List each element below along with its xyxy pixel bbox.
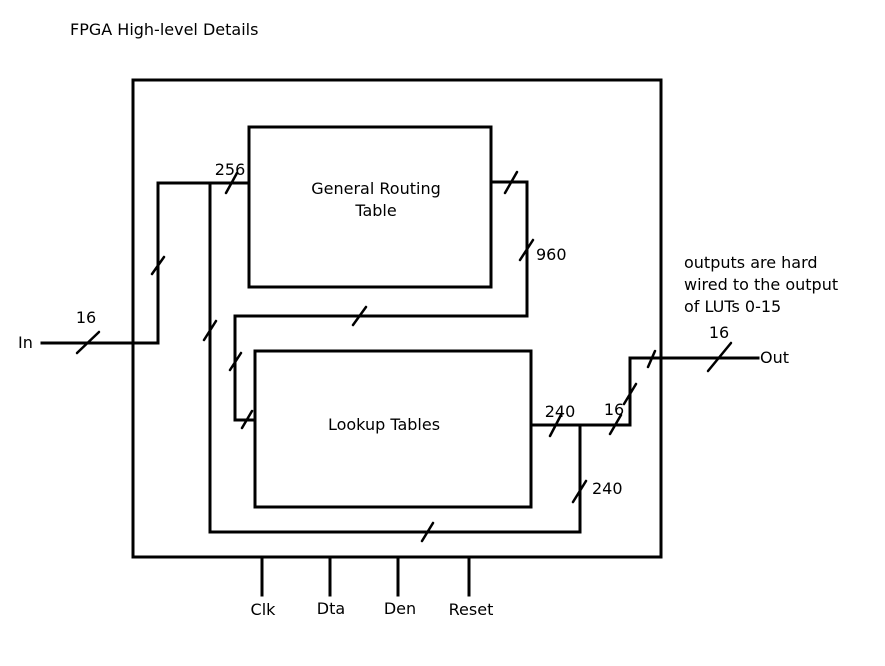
out-port-label: Out — [760, 348, 789, 367]
output-wire — [578, 356, 760, 427]
routing-out-tick-3 — [351, 305, 368, 327]
den-label: Den — [384, 599, 416, 618]
routing-out-tick-4 — [228, 351, 243, 372]
input-vertical-tick — [150, 255, 166, 276]
routing-output-wire — [233, 180, 529, 422]
routing-in-tick — [224, 171, 239, 195]
lut-to-out-tick-1 — [608, 413, 623, 436]
lut-to-out-width-label: 16 — [604, 400, 624, 419]
lut-to-out-tick-2 — [622, 382, 638, 406]
in-port-label: In — [18, 333, 33, 352]
routing-out-tick-2 — [518, 238, 535, 262]
input-bus-tick — [75, 330, 101, 355]
routing-table-label-line1: General Routing — [311, 179, 440, 198]
feedback-tick-3 — [202, 319, 218, 342]
lut-out-tick — [548, 413, 563, 438]
diagram-title: FPGA High-level Details — [70, 20, 258, 39]
feedback-wire — [208, 181, 582, 534]
lut-out-width-label: 240 — [545, 402, 576, 421]
routing-out-tick-1 — [503, 170, 519, 195]
output-bus-tick — [706, 341, 733, 373]
output-width-label: 16 — [709, 323, 729, 342]
dta-label: Dta — [317, 599, 345, 618]
output-note-line3: of LUTs 0-15 — [684, 297, 781, 316]
lut-in-tick — [240, 409, 254, 430]
input-width-label: 16 — [76, 308, 96, 327]
routing-in-width-label: 256 — [215, 160, 246, 179]
feedback-tick-1 — [571, 479, 588, 504]
output-note-line1: outputs are hard — [684, 253, 818, 272]
lookup-tables-block: Lookup Tables — [253, 349, 533, 509]
clk-label: Clk — [251, 600, 277, 619]
output-tick-1 — [646, 349, 657, 369]
routing-out-width-label: 960 — [536, 245, 567, 264]
reset-label: Reset — [449, 600, 494, 619]
output-note-line2: wired to the output — [684, 275, 838, 294]
input-wire — [40, 181, 251, 345]
feedback-tick-2 — [420, 521, 435, 543]
routing-table-label-line2: Table — [354, 201, 396, 220]
general-routing-table-block: General Routing Table — [247, 125, 493, 289]
lookup-tables-label: Lookup Tables — [328, 415, 440, 434]
feedback-width-label: 240 — [592, 479, 623, 498]
